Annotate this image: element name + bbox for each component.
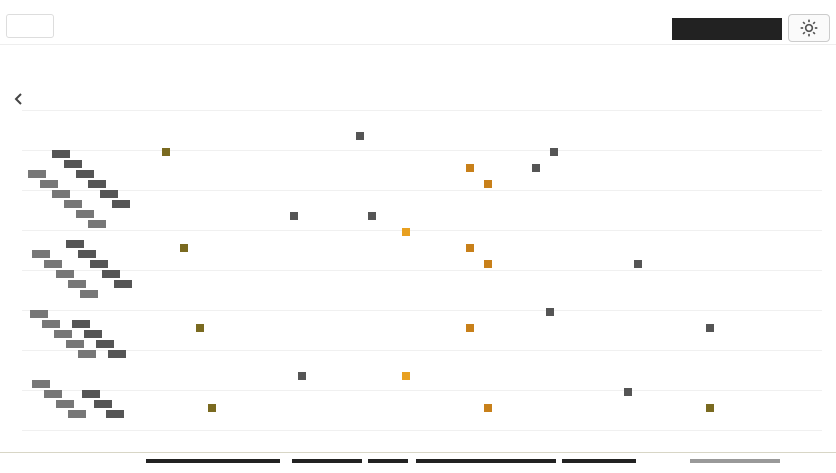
grid-line <box>22 190 822 191</box>
grid-line <box>22 270 822 271</box>
stair-step <box>56 270 74 278</box>
stair-step <box>102 270 120 278</box>
stair-step <box>66 240 84 248</box>
settings-button[interactable] <box>788 14 830 42</box>
bottom-bar <box>0 452 836 473</box>
stair-step <box>76 170 94 178</box>
grid-line <box>22 350 822 351</box>
bottom-segment <box>416 459 556 463</box>
stair-step <box>32 380 50 388</box>
stair-step <box>108 350 126 358</box>
marker <box>484 180 492 188</box>
bottom-segment <box>368 459 408 463</box>
marker <box>208 404 216 412</box>
grid-line <box>22 390 822 391</box>
stair-step <box>56 400 74 408</box>
marker <box>706 324 714 332</box>
marker <box>484 404 492 412</box>
stair-step <box>114 280 132 288</box>
grid-line <box>22 310 822 311</box>
marker <box>298 372 306 380</box>
stair-step <box>96 340 114 348</box>
stair-step <box>64 160 82 168</box>
marker <box>624 388 632 396</box>
stair-step <box>100 190 118 198</box>
stair-step <box>82 390 100 398</box>
app-logo <box>6 14 54 38</box>
marker <box>546 308 554 316</box>
stair-step <box>28 170 46 178</box>
chevron-left-icon <box>14 93 22 105</box>
stair-step <box>40 180 58 188</box>
stair-step <box>80 290 98 298</box>
marker <box>196 324 204 332</box>
marker <box>162 148 170 156</box>
stair-step <box>64 200 82 208</box>
stair-step <box>90 260 108 268</box>
stair-step <box>52 150 70 158</box>
stair-step <box>32 250 50 258</box>
bottom-segment <box>146 459 280 463</box>
stair-step <box>52 190 70 198</box>
stair-step <box>84 330 102 338</box>
marker <box>402 228 410 236</box>
stair-step <box>106 410 124 418</box>
status-badge <box>672 18 782 40</box>
stair-step <box>54 330 72 338</box>
gear-icon <box>800 19 818 37</box>
grid-line <box>22 430 822 431</box>
marker <box>466 164 474 172</box>
marker <box>634 260 642 268</box>
marker <box>368 212 376 220</box>
marker <box>356 132 364 140</box>
bottom-segment <box>690 459 780 463</box>
stair-step <box>78 250 96 258</box>
grid-line <box>22 150 822 151</box>
stair-step <box>78 350 96 358</box>
stair-step <box>44 260 62 268</box>
stair-step <box>88 180 106 188</box>
stair-step <box>68 280 86 288</box>
bottom-segment <box>292 459 362 463</box>
marker <box>706 404 714 412</box>
content-grid <box>22 110 822 450</box>
marker <box>466 244 474 252</box>
stair-step <box>72 320 90 328</box>
marker <box>484 260 492 268</box>
page-title <box>58 16 668 40</box>
stair-step <box>42 320 60 328</box>
stair-step <box>76 210 94 218</box>
stair-step <box>112 200 130 208</box>
stair-step <box>66 340 84 348</box>
marker <box>466 324 474 332</box>
marker <box>402 372 410 380</box>
stair-step <box>88 220 106 228</box>
marker <box>180 244 188 252</box>
stair-step <box>94 400 112 408</box>
back-button[interactable] <box>12 92 26 106</box>
marker <box>550 148 558 156</box>
grid-line <box>22 110 822 111</box>
stair-step <box>68 410 86 418</box>
marker <box>290 212 298 220</box>
bottom-segment <box>562 459 636 463</box>
marker <box>532 164 540 172</box>
stair-step <box>44 390 62 398</box>
grid-line <box>22 230 822 231</box>
stair-step <box>30 310 48 318</box>
top-bar <box>0 0 836 45</box>
